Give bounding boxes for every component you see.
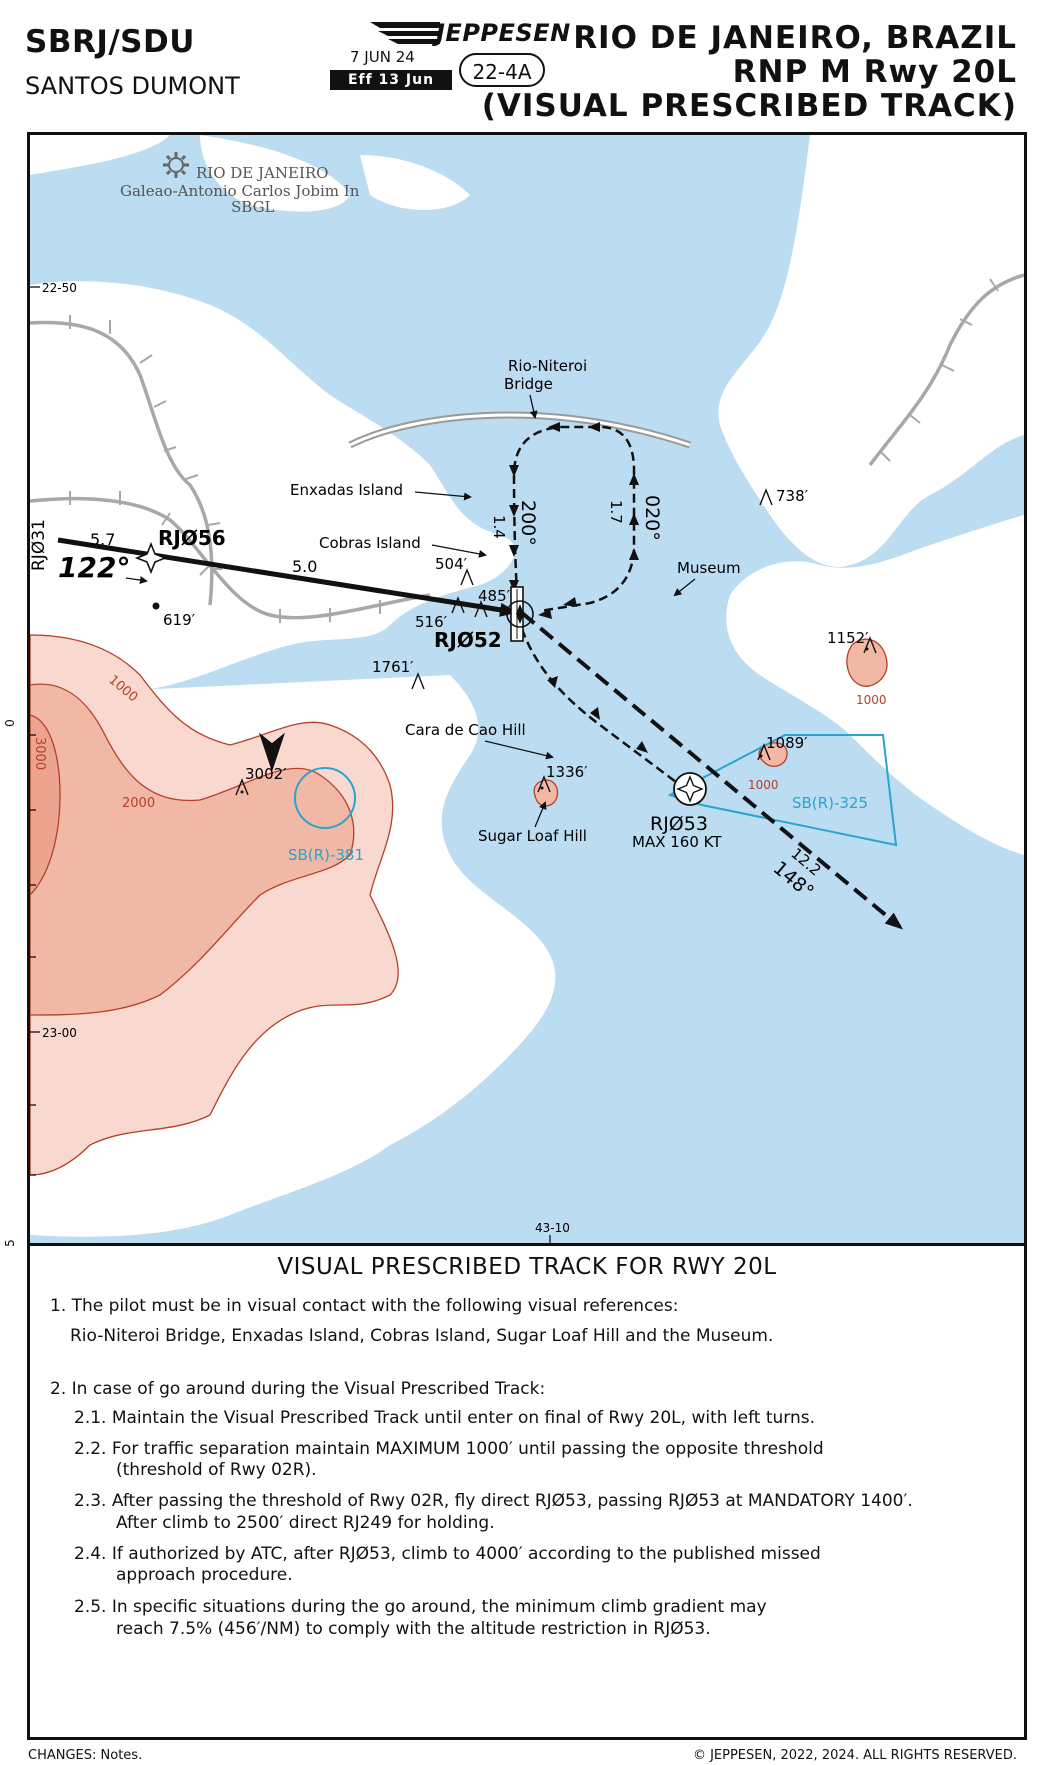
contour-1000-east: 1000 bbox=[856, 693, 887, 707]
jeppesen-logo-icon bbox=[370, 22, 440, 44]
spot-elevation-icon bbox=[152, 602, 160, 610]
elev-485: 485′ bbox=[478, 587, 511, 605]
terrain-2000 bbox=[30, 683, 355, 1016]
title-procedure: RNP M Rwy 20L bbox=[732, 54, 1017, 90]
title-city: RIO DE JANEIRO, BRAZIL bbox=[573, 20, 1017, 56]
railways bbox=[30, 273, 1024, 620]
elev-1089: 1089′ bbox=[766, 734, 808, 752]
contour-3000-label: 3000 bbox=[32, 737, 47, 770]
rio-niteroi-bridge-deck bbox=[349, 413, 691, 447]
cobras-label: Cobras Island bbox=[319, 534, 421, 552]
sbgl-airport-icon bbox=[163, 152, 189, 178]
note-line: reach 7.5% (456′/NM) to comply with the … bbox=[116, 1619, 711, 1639]
elev-619: 619′ bbox=[163, 611, 196, 629]
graticule-ticks bbox=[30, 286, 551, 1243]
note-line: 2.2. For traffic separation maintain MAX… bbox=[74, 1439, 824, 1459]
note-line: Rio-Niteroi Bridge, Enxadas Island, Cobr… bbox=[70, 1326, 774, 1346]
changes-footer: CHANGES: Notes. bbox=[28, 1748, 142, 1763]
effective-date: Eff 13 Jun bbox=[330, 70, 452, 90]
highest-terrain-arrow-icon bbox=[258, 732, 286, 772]
elev-738: 738′ bbox=[776, 487, 809, 505]
terrain-3000 bbox=[30, 714, 61, 896]
outbound-track bbox=[520, 611, 904, 930]
enxadas-label: Enxadas Island bbox=[290, 481, 403, 499]
elev-516: 516′ bbox=[415, 613, 448, 631]
terrain-1152 bbox=[846, 638, 888, 687]
airport-id: SBRJ/SDU bbox=[25, 24, 195, 60]
inbound-track bbox=[57, 537, 518, 617]
side-mark-0: 0 bbox=[2, 719, 17, 727]
railway-ticks bbox=[69, 278, 999, 623]
cara-label: Cara de Cao Hill bbox=[405, 721, 526, 739]
notes-panel: VISUAL PRESCRIBED TRACK FOR RWY 20L 1. T… bbox=[27, 1246, 1027, 1740]
changes-label: CHANGES: bbox=[28, 1748, 97, 1763]
sb325-label: SB(R)-325 bbox=[792, 794, 868, 812]
rj031-label: RJØ31 bbox=[30, 519, 49, 571]
note-line: (threshold of Rwy 02R). bbox=[116, 1460, 317, 1480]
note-line: After climb to 2500′ direct RJ249 for ho… bbox=[116, 1513, 495, 1533]
note-line: 2.4. If authorized by ATC, after RJØ53, … bbox=[74, 1544, 821, 1564]
sbgl-icao: SBGL bbox=[231, 198, 275, 216]
sb381-label: SB(R)-381 bbox=[288, 846, 364, 864]
down-course: 200° bbox=[517, 500, 539, 546]
rj056-fix-icon bbox=[134, 541, 168, 575]
contour-2000-label: 2000 bbox=[122, 796, 155, 811]
rj056-label: RJØ56 bbox=[158, 526, 226, 550]
down-distance: 1.4 bbox=[490, 515, 508, 539]
rj052-label: RJØ52 bbox=[434, 628, 502, 652]
side-mark-5: 5 bbox=[2, 1239, 17, 1247]
note-line: 1. The pilot must be in visual contact w… bbox=[50, 1296, 679, 1316]
note-line: 2.1. Maintain the Visual Prescribed Trac… bbox=[74, 1408, 816, 1428]
circuit-arrows bbox=[509, 422, 648, 753]
contour-1000-se: 1000 bbox=[748, 778, 779, 792]
restricted-area-sb381 bbox=[294, 767, 356, 829]
rj053-fix-icon bbox=[673, 772, 707, 806]
seg1-distance: 5.7 bbox=[90, 530, 115, 549]
chart-map: 1000 2000 3000 1000 1000 22-50 23-00 bbox=[27, 132, 1027, 1246]
map-canvas: 1000 2000 3000 1000 1000 22-50 23-00 bbox=[30, 135, 1024, 1243]
rj053-speed-limit: MAX 160 KT bbox=[632, 833, 722, 851]
terrain-1336 bbox=[533, 779, 559, 807]
elev-1152: 1152′ bbox=[827, 629, 869, 647]
note-line: approach procedure. bbox=[116, 1565, 293, 1585]
notes-title: VISUAL PRESCRIBED TRACK FOR RWY 20L bbox=[277, 1254, 777, 1280]
brand-name: JEPPESEN bbox=[436, 19, 571, 47]
up-course: 020° bbox=[641, 495, 663, 541]
seg2-distance: 5.0 bbox=[292, 557, 317, 576]
copyright: © JEPPESEN, 2022, 2024. ALL RIGHTS RESER… bbox=[692, 1748, 1017, 1763]
sbgl-city: RIO DE JANEIRO bbox=[196, 164, 328, 182]
chart-number: 22-4A bbox=[459, 53, 545, 87]
changes-text: Notes. bbox=[100, 1748, 143, 1763]
chart-date: 7 JUN 24 bbox=[350, 48, 415, 66]
bridge-label-2: Bridge bbox=[504, 375, 553, 393]
elev-1336: 1336′ bbox=[546, 763, 588, 781]
airport-name: SANTOS DUMONT bbox=[25, 72, 240, 100]
note-line: 2.3. After passing the threshold of Rwy … bbox=[74, 1491, 913, 1511]
bridge-label-1: Rio-Niteroi bbox=[508, 357, 587, 375]
note-line: 2.5. In specific situations during the g… bbox=[74, 1597, 767, 1617]
rj053-label: RJØ53 bbox=[650, 813, 708, 835]
lat-2250: 22-50 bbox=[42, 281, 77, 295]
elev-3002: 3002′ bbox=[245, 765, 287, 783]
lon-4310: 43-10 bbox=[535, 1221, 570, 1235]
elev-1761: 1761′ bbox=[372, 658, 414, 676]
title-sub: (VISUAL PRESCRIBED TRACK) bbox=[481, 88, 1017, 124]
up-distance: 1.7 bbox=[607, 500, 625, 524]
sugar-loaf-label: Sugar Loaf Hill bbox=[478, 827, 587, 845]
museum-label: Museum bbox=[677, 559, 741, 577]
inbound-course: 122° bbox=[58, 551, 130, 584]
lat-2300: 23-00 bbox=[42, 1026, 77, 1040]
sbgl-name: Galeao-Antonio Carlos Jobim In bbox=[120, 182, 360, 200]
note-line: 2. In case of go around during the Visua… bbox=[50, 1379, 546, 1399]
rj052-runway-icon bbox=[506, 586, 534, 642]
elev-504: 504′ bbox=[435, 555, 468, 573]
